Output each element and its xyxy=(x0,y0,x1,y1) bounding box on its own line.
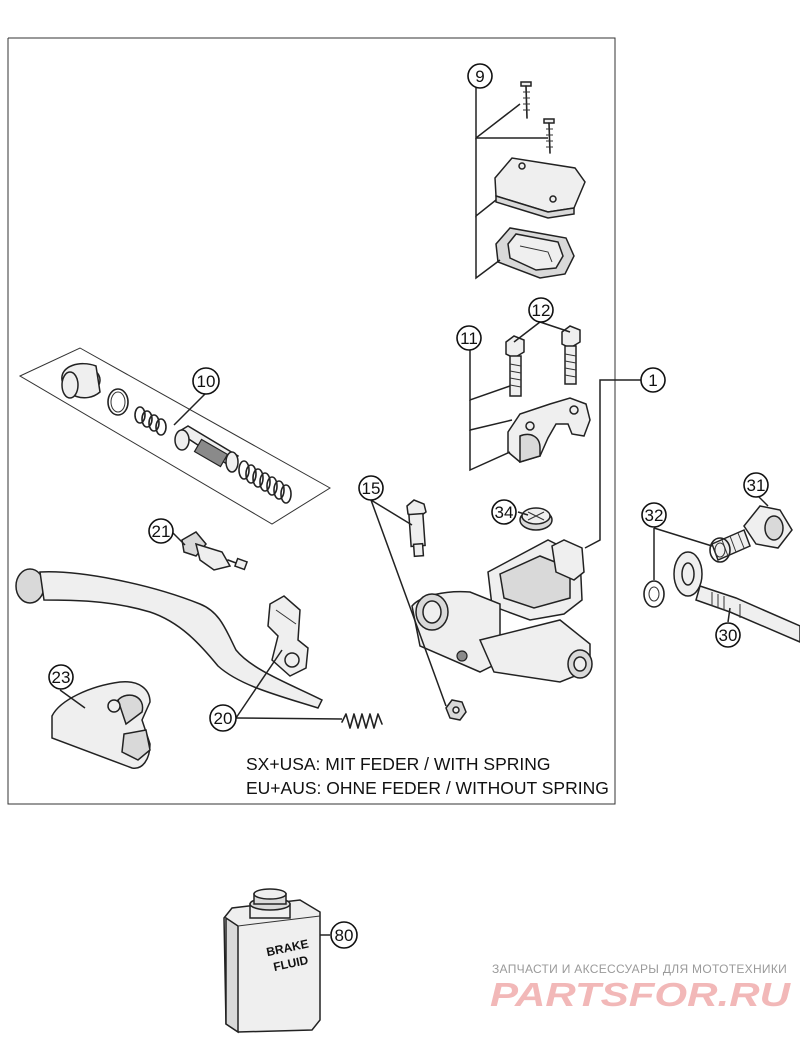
callout-label: 80 xyxy=(335,926,354,945)
clamp-bolt-1 xyxy=(505,335,525,397)
callout-label: 1 xyxy=(648,371,657,390)
callout-34: 34 xyxy=(491,499,517,525)
callout-12: 12 xyxy=(528,297,554,323)
callout-31: 31 xyxy=(743,472,769,498)
banjo-bolt xyxy=(711,505,793,562)
callout-label: 9 xyxy=(475,67,484,86)
cover-screw-2 xyxy=(543,118,555,154)
watermark-brand: PARTSFOR.RU xyxy=(490,976,791,1013)
brake-fluid-bottle: BRAKE FLUID xyxy=(223,888,321,1034)
callout-21: 21 xyxy=(148,518,174,544)
callout-label: 30 xyxy=(719,626,738,645)
watermark-subtitle: ЗАПЧАСТИ И АКСЕССУАРЫ ДЛЯ МОТОТЕХНИКИ xyxy=(492,962,787,976)
callout-label: 20 xyxy=(214,709,233,728)
callout-30: 30 xyxy=(715,622,741,648)
callout-label: 15 xyxy=(362,479,381,498)
note-with-spring: SX+USA: MIT FEDER / WITH SPRING xyxy=(246,754,551,774)
piston-kit-group xyxy=(18,347,331,525)
piston-boot xyxy=(61,362,101,399)
callout-label: 12 xyxy=(532,301,551,320)
circlip xyxy=(107,388,129,416)
clamp-bolts-group xyxy=(505,325,591,464)
cover-screw-1 xyxy=(520,81,532,119)
callout-10: 10 xyxy=(192,367,220,395)
lever-spring xyxy=(341,713,383,729)
callout-label: 11 xyxy=(460,329,478,348)
sight-glass xyxy=(519,507,553,531)
piston xyxy=(174,425,240,473)
piston-kit-frame xyxy=(18,347,331,525)
master-cylinder-body xyxy=(411,539,593,683)
clamp-bolt-2 xyxy=(561,325,581,385)
callout-15: 15 xyxy=(358,475,384,501)
brake-hose xyxy=(673,551,800,643)
callout-label: 34 xyxy=(495,503,514,522)
callout-20: 20 xyxy=(209,704,237,732)
callout-32: 32 xyxy=(641,502,667,528)
lever-boot xyxy=(51,681,151,769)
main-frame xyxy=(7,37,616,805)
callout-label: 10 xyxy=(197,372,216,391)
callout-1: 1 xyxy=(640,367,666,393)
reservoir-cover-group xyxy=(494,81,586,279)
return-spring xyxy=(238,460,292,504)
leader-lines xyxy=(59,88,769,936)
lever-adjuster xyxy=(181,531,249,571)
pivot-nut xyxy=(445,699,467,721)
callout-label: 32 xyxy=(645,506,664,525)
small-spring xyxy=(134,406,167,436)
callout-23: 23 xyxy=(48,664,74,690)
callout-80: 80 xyxy=(330,921,358,949)
pivot-bolt xyxy=(406,499,427,558)
washer-lower xyxy=(643,580,665,608)
callout-label: 23 xyxy=(52,668,71,687)
washer-upper xyxy=(709,537,731,563)
callout-label: 21 xyxy=(152,522,171,541)
callout-9: 9 xyxy=(467,63,493,89)
note-without-spring: EU+AUS: OHNE FEDER / WITHOUT SPRING xyxy=(246,778,609,798)
callout-label: 31 xyxy=(747,476,766,495)
callout-11: 11 xyxy=(456,325,482,351)
watermark: ЗАПЧАСТИ И АКСЕССУАРЫ ДЛЯ МОТОТЕХНИКИ PA… xyxy=(490,962,791,1013)
